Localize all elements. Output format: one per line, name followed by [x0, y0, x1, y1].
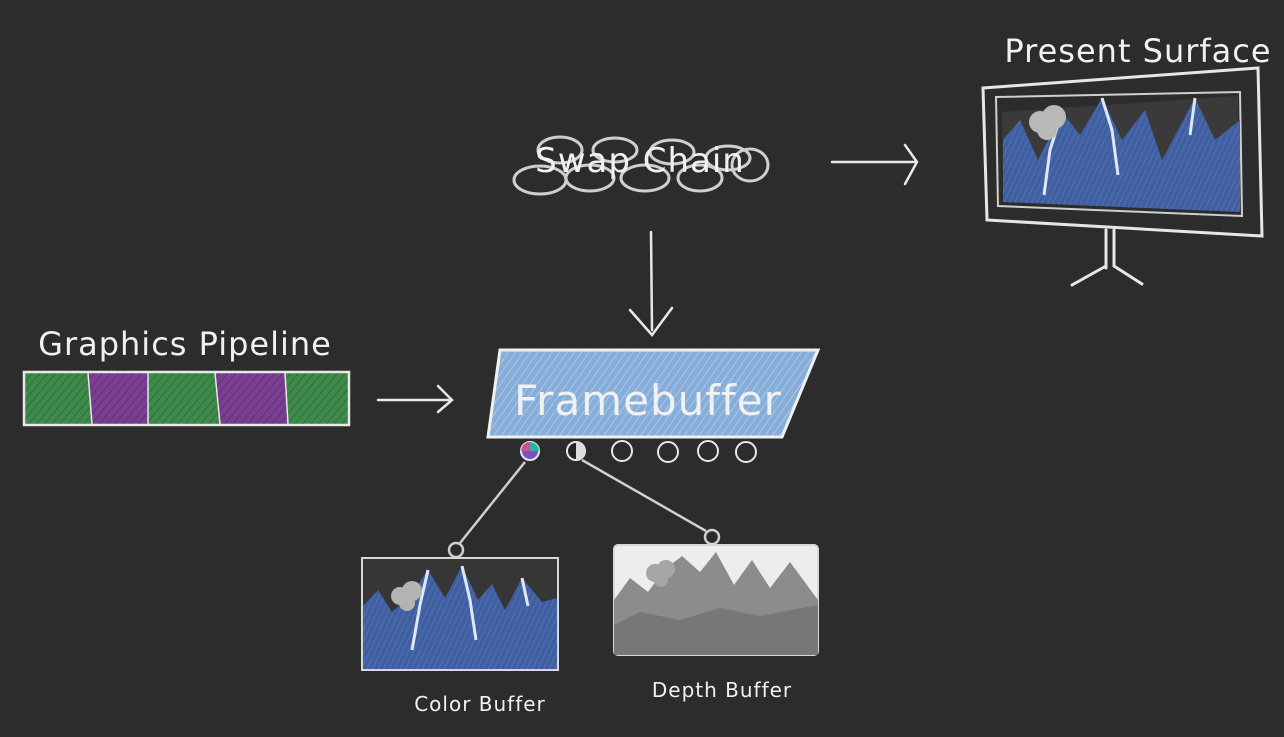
present-surface-label: Present Surface: [1004, 32, 1271, 70]
graphics-pipeline: Graphics Pipeline: [22, 325, 351, 427]
color-buffer-image: [363, 566, 557, 669]
attachment-slots: [520, 440, 757, 463]
arrow-to-framebuffer: [628, 230, 674, 337]
pipeline-stage: [25, 373, 92, 424]
pipeline-stage: [88, 373, 148, 424]
arrow-pipeline-to-framebuffer: [376, 384, 454, 414]
framebuffer-label: Framebuffer: [514, 376, 782, 425]
empty-attachment-slot: [735, 441, 757, 463]
cloud-icon: [1029, 105, 1066, 140]
pipeline-stage: [285, 373, 349, 424]
pipeline-stage: [148, 373, 220, 424]
empty-attachment-slot: [657, 441, 679, 463]
arrow-to-present-surface: [830, 143, 919, 186]
graphics-pipeline-label: Graphics Pipeline: [38, 325, 332, 363]
display-screen-icon: [981, 66, 1264, 287]
cloud-icon: [391, 581, 422, 611]
color-buffer: Color Buffer: [361, 557, 559, 716]
empty-attachment-slot: [611, 440, 633, 462]
present-surface: Present Surface: [981, 32, 1271, 287]
attachment-connectors: [447, 458, 721, 559]
mountain-image: [1003, 98, 1240, 212]
cloud-icon: [646, 560, 675, 587]
chain-icon: [512, 135, 770, 196]
pipeline-stage: [215, 373, 288, 424]
empty-attachment-slot: [697, 440, 719, 462]
color-buffer-label: Color Buffer: [414, 692, 546, 716]
depth-buffer-label: Depth Buffer: [652, 678, 792, 702]
depth-buffer: Depth Buffer: [613, 544, 819, 702]
display-stand: [1070, 228, 1144, 287]
swap-chain-label: Swap Chain: [535, 141, 745, 181]
swap-chain: Swap Chain: [512, 135, 770, 196]
pipeline-stages: [22, 370, 351, 427]
framebuffer: Framebuffer: [486, 348, 821, 463]
framebuffer-box: [486, 348, 821, 439]
